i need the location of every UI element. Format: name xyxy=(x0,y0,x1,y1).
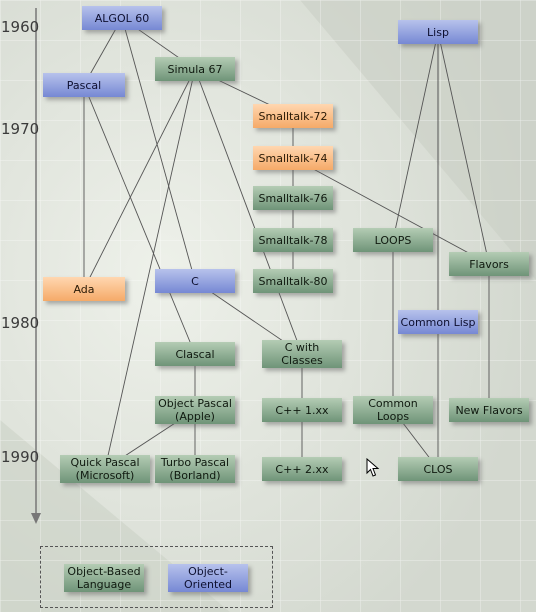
node-clos: CLOS xyxy=(398,457,478,481)
year-label-1970: 1970 xyxy=(1,120,40,138)
edge-lisp-flavors xyxy=(437,31,490,265)
timeline-axis xyxy=(31,8,41,524)
node-pascal: Pascal xyxy=(43,73,125,97)
edge-simula67-ada xyxy=(83,68,196,290)
node-turbo-pascal: Turbo Pascal (Borland) xyxy=(155,455,235,483)
year-label-1990: 1990 xyxy=(1,448,40,466)
node-common-lisp: Common Lisp xyxy=(398,310,478,334)
node-algol-60: ALGOL 60 xyxy=(82,6,162,30)
edge-pascal-clascal xyxy=(83,84,196,355)
mouse-cursor-icon xyxy=(366,458,380,477)
node-ada: Ada xyxy=(43,277,125,301)
node-lisp: Lisp xyxy=(398,20,478,44)
node-smalltalk-72: Smalltalk-72 xyxy=(253,104,333,128)
edge-smalltalk74-flavors xyxy=(292,157,490,265)
node-smalltalk-80: Smalltalk-80 xyxy=(253,269,333,293)
node-quick-pascal: Quick Pascal (Microsoft) xyxy=(60,455,150,483)
node-cpp-1xx: C++ 1.xx xyxy=(262,398,342,422)
legend-object-based: Object-Based Language xyxy=(64,564,144,592)
edge-lisp-loops xyxy=(392,31,439,241)
year-label-1960: 1960 xyxy=(1,18,40,36)
node-loops: LOOPS xyxy=(353,228,433,252)
legend-object-oriented: Object- Oriented xyxy=(168,564,248,592)
node-flavors: Flavors xyxy=(449,252,529,276)
node-smalltalk-74: Smalltalk-74 xyxy=(253,146,333,170)
node-smalltalk-78: Smalltalk-78 xyxy=(253,228,333,252)
node-common-loops: Common Loops xyxy=(353,396,433,424)
node-c: C xyxy=(155,269,235,293)
node-cpp-2xx: C++ 2.xx xyxy=(262,457,342,481)
year-label-1980: 1980 xyxy=(1,314,40,332)
legend xyxy=(40,546,273,608)
node-smalltalk-76: Smalltalk-76 xyxy=(253,186,333,210)
node-simula-67: Simula 67 xyxy=(155,57,235,81)
edge-simula67-quickpascal xyxy=(104,68,196,470)
node-clascal: Clascal xyxy=(155,342,235,366)
edge-algol60-c xyxy=(121,17,196,282)
node-new-flavors: New Flavors xyxy=(449,398,529,422)
node-c-with-classes: C with Classes xyxy=(262,340,342,368)
node-object-pascal: Object Pascal (Apple) xyxy=(155,396,235,424)
edge-simula67-cwithclasses xyxy=(194,68,303,355)
